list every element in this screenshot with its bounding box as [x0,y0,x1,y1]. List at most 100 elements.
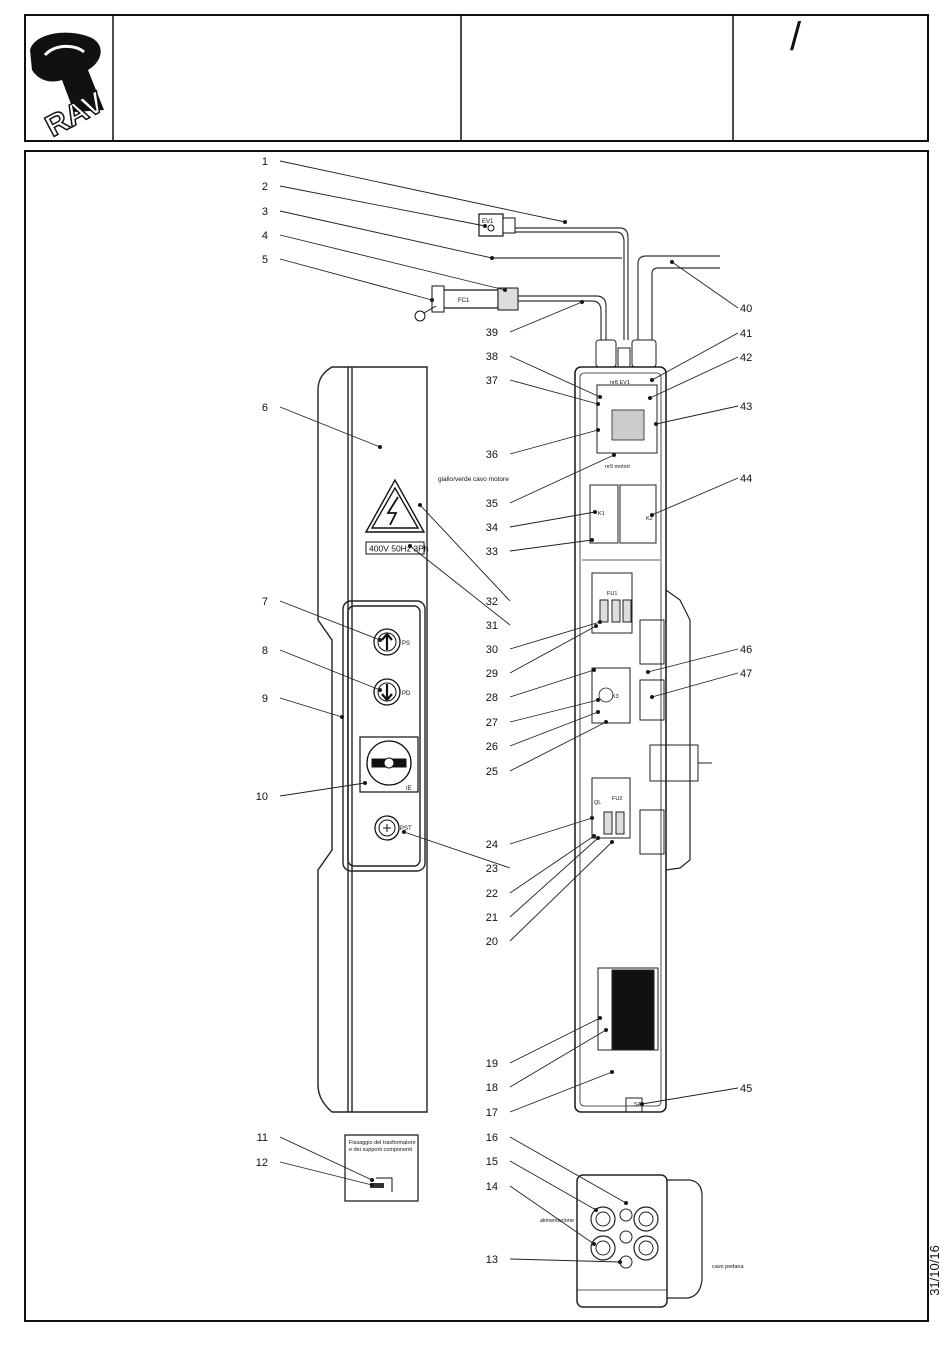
high-voltage-warning [364,478,426,533]
leader-tip-35 [611,452,617,458]
leader-32 [419,504,511,602]
callout-14: 14 [486,1181,498,1193]
svg-text:FU1: FU1 [607,591,617,597]
leader-tip-19 [597,1015,603,1021]
leader-36 [509,429,599,455]
leader-tip-27 [595,697,601,703]
down-button[interactable]: PD [373,678,411,706]
leader-44 [651,477,739,516]
leader-9 [279,697,343,718]
callout-15: 15 [486,1156,498,1168]
leader-tip-16 [623,1200,629,1206]
leader-tip-22 [591,833,597,839]
svg-text:QL: QL [594,800,601,806]
callout-numbers: 1234567891011123938373635343332313029282… [256,156,753,1266]
callout-6: 6 [262,402,268,414]
electrical-panel [574,339,712,1113]
leader-tip-2 [482,223,488,229]
leader-23 [403,831,511,869]
leader-41 [651,332,739,381]
svg-text:K2: K2 [646,516,653,522]
leader-28 [509,669,595,698]
leader-47 [651,672,739,698]
leader-lines [279,160,739,1265]
callout-17: 17 [486,1107,498,1119]
drawing-frame [24,150,929,1322]
callout-3: 3 [262,206,268,218]
leader-38 [509,355,601,398]
callout-45: 45 [740,1083,752,1095]
leader-tip-6 [377,444,383,450]
emergency-stop-button[interactable]: PST [374,815,412,841]
voltage-label: 400V 50Hz 3Ph [369,544,429,554]
callout-44: 44 [740,473,752,485]
leader-35 [509,454,615,504]
callout-38: 38 [486,351,498,363]
leader-33 [509,539,593,552]
callout-33: 33 [486,546,498,558]
revision-date: 31/10/16 [926,1244,942,1296]
ground-cable-label: giallo/verde cavo motore [438,476,509,483]
pedal-cable-label: cavo pedana [712,1264,744,1270]
front-cover [317,366,428,1113]
leader-tip-4 [502,287,508,293]
svg-text:FC1: FC1 [458,298,470,304]
logo: RAV [30,32,110,144]
callout-27: 27 [486,717,498,729]
callout-13: 13 [486,1254,498,1266]
fixing-detail: Fissaggio del trasformatore e dei suppor… [344,1134,419,1202]
ev1-connector: EV1 [478,213,516,237]
leader-39 [509,301,583,333]
callout-37: 37 [486,375,498,387]
callout-46: 46 [740,644,752,656]
svg-text:EV1: EV1 [482,219,494,225]
leader-tip-13 [617,1259,623,1265]
callout-7: 7 [262,596,268,608]
leader-22 [509,835,595,894]
fixing-note-2: e dei supporti componenti [349,1147,412,1153]
callout-41: 41 [740,328,752,340]
callout-24: 24 [486,839,498,851]
callout-22: 22 [486,888,498,900]
leader-7 [279,600,381,641]
svg-text:IE: IE [406,786,412,792]
leader-24 [509,817,593,845]
sheet-number: / [790,15,802,59]
leader-tip-34 [592,509,598,515]
callout-21: 21 [486,912,498,924]
leader-tip-8 [377,687,383,693]
leader-4 [279,234,506,291]
callout-9: 9 [262,693,268,705]
callout-19: 19 [486,1058,498,1070]
callout-30: 30 [486,644,498,656]
cables [492,227,720,340]
leader-27 [509,699,599,723]
leader-15 [509,1160,597,1211]
leader-34 [509,511,596,528]
callout-20: 20 [486,936,498,948]
up-button[interactable]: PS [373,628,410,656]
leader-tip-33 [589,537,595,543]
callout-23: 23 [486,863,498,875]
leader-tip-26 [595,709,601,715]
leader-tip-11 [369,1177,375,1183]
leader-tip-29 [593,623,599,629]
svg-text:nr8 EV1: nr8 EV1 [610,380,630,386]
leader-12 [279,1161,373,1186]
leader-tip-12 [369,1182,375,1188]
leader-tip-31 [407,543,413,549]
callout-32: 32 [486,596,498,608]
callout-5: 5 [262,254,268,266]
main-switch[interactable]: IE [359,736,419,793]
leader-tip-46 [645,669,651,675]
leader-29 [509,625,597,674]
bottom-view [576,1174,703,1308]
callout-36: 36 [486,449,498,461]
leader-45 [641,1087,739,1105]
svg-text:PST: PST [400,826,412,832]
leader-2 [279,185,486,227]
callout-31: 31 [486,620,498,632]
leader-tip-28 [591,667,597,673]
leader-6 [279,406,381,448]
